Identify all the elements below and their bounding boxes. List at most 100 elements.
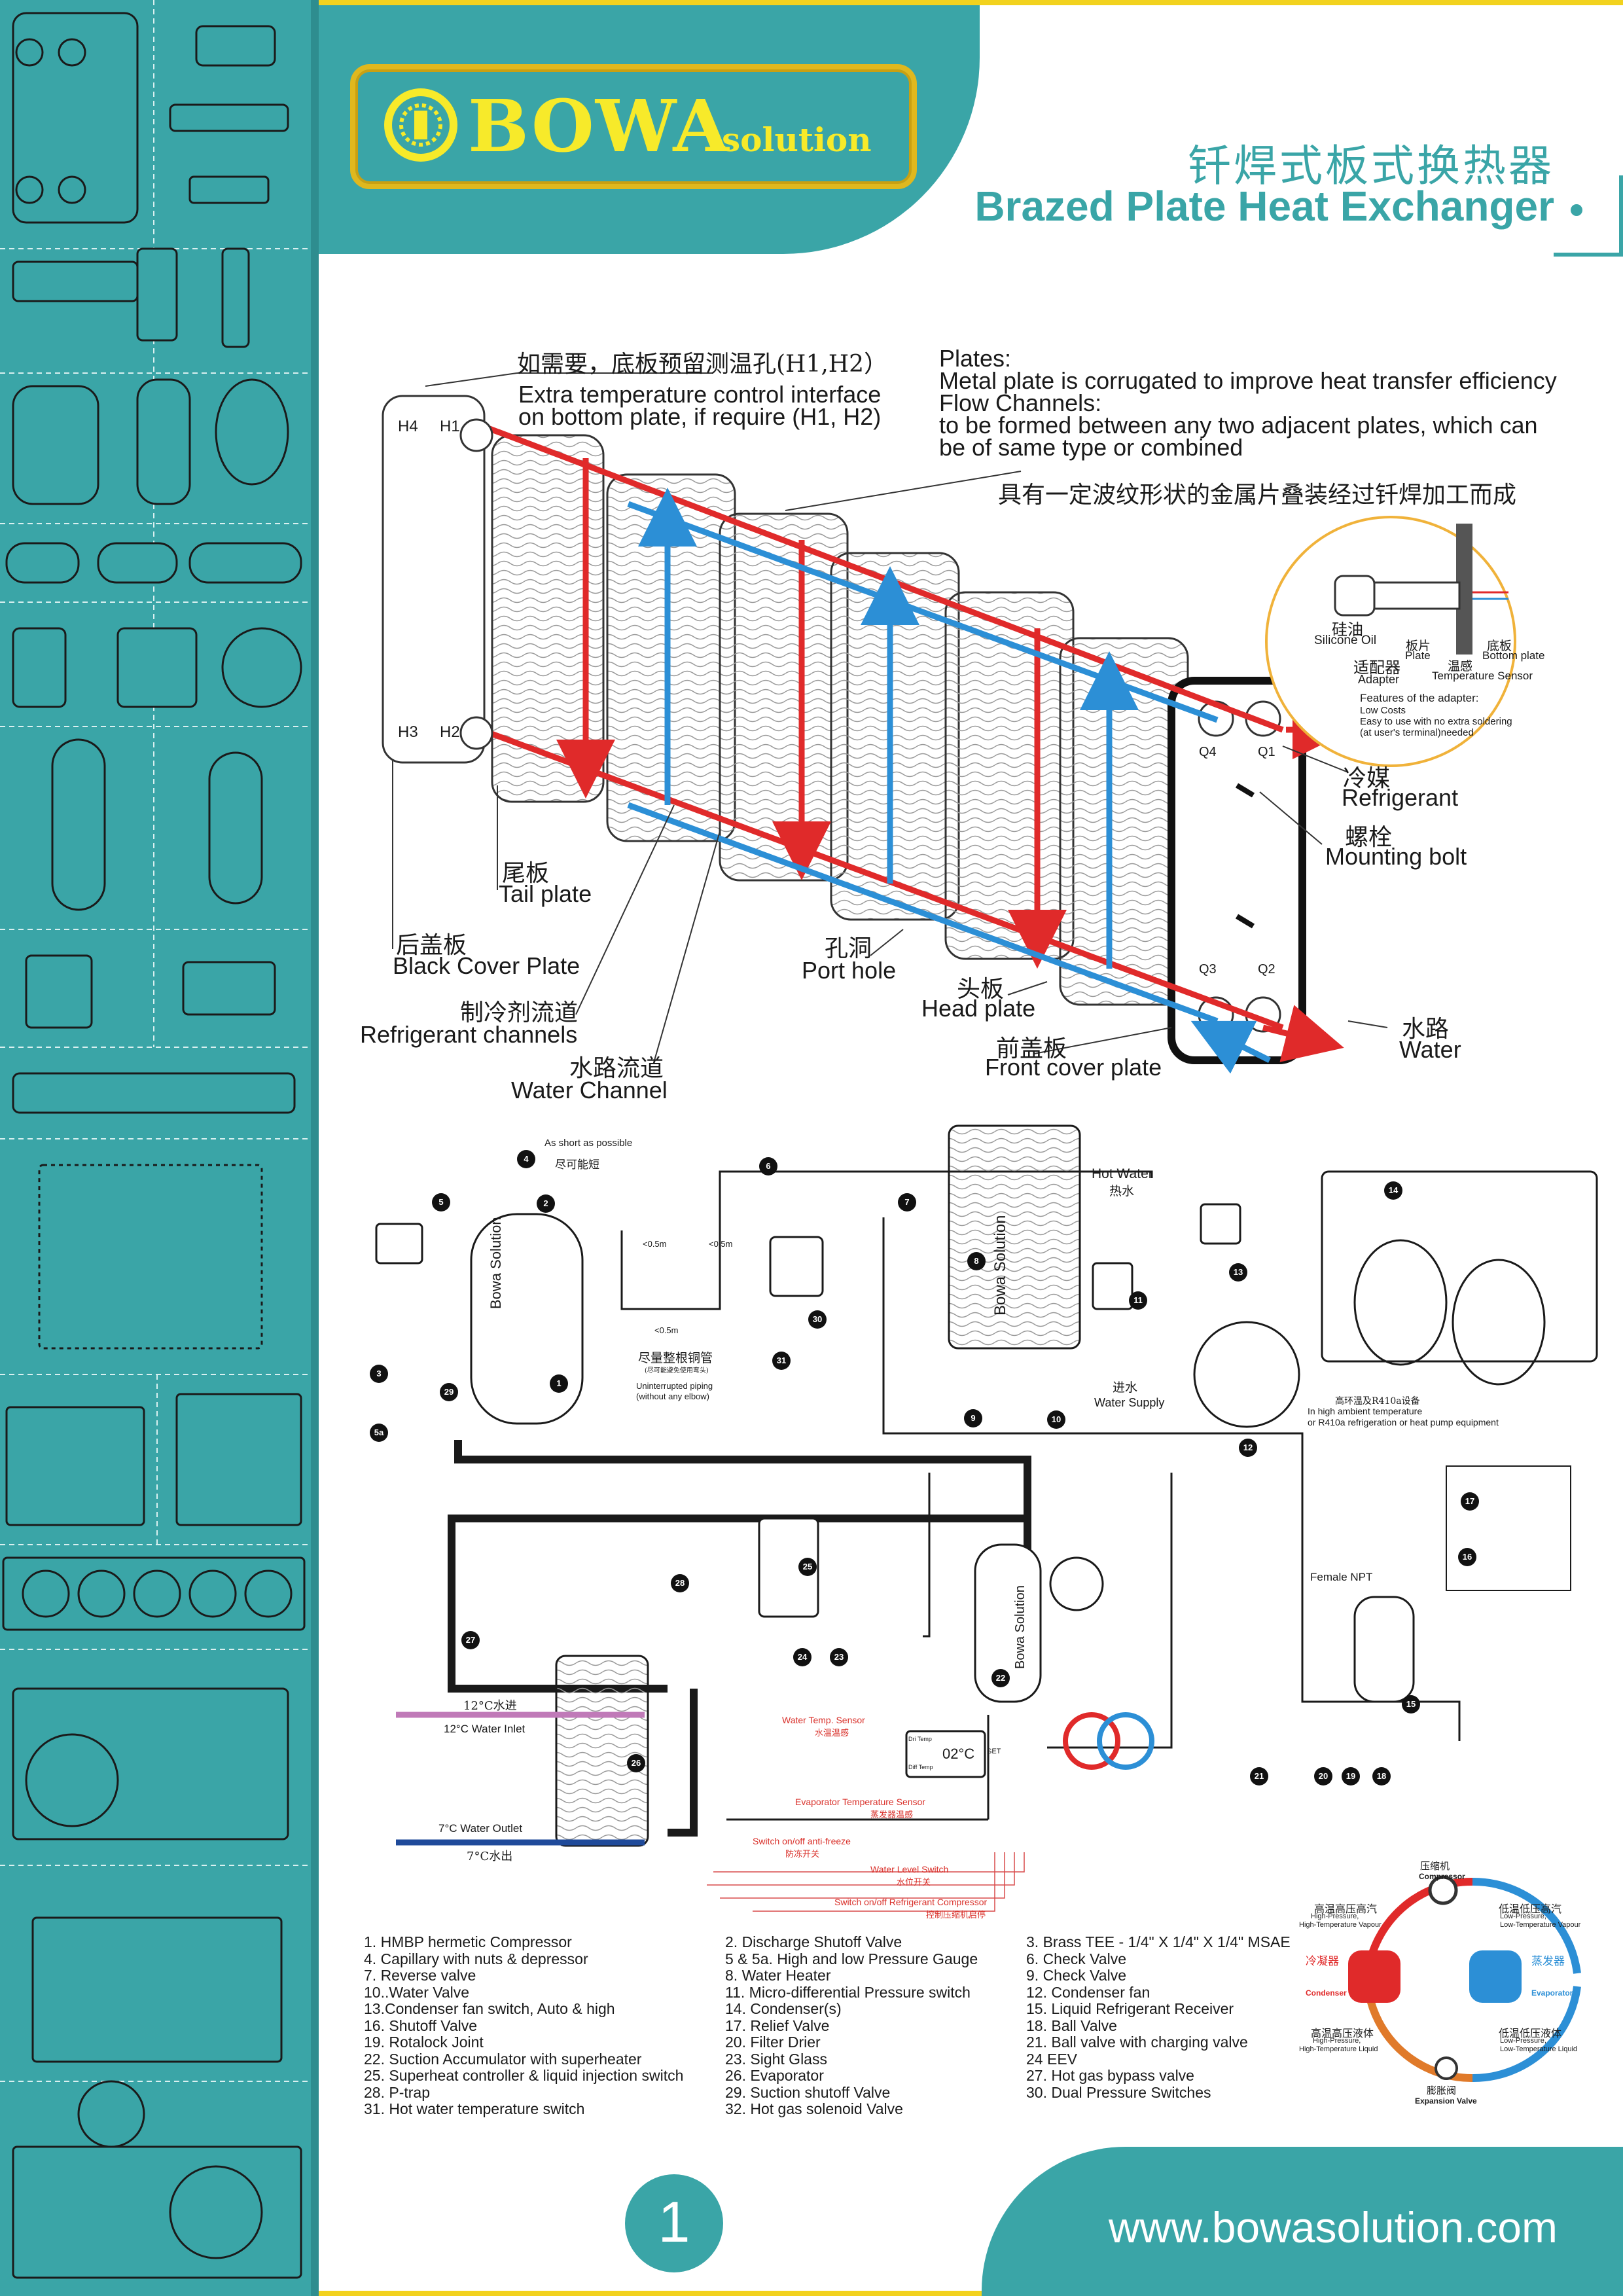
adapter-label-cn: 适配器 [1353,658,1400,677]
front-cover-label: Front cover plate [985,1054,1162,1081]
cycle-hp-vapour-1: High-Pressure, [1311,1912,1359,1920]
heater-brand-label: Bowa Solution [991,1215,1009,1316]
black-cover-label: Black Cover Plate [393,952,580,979]
legend-item: 7. Reverse valve [364,1967,476,1984]
callout-29: 29 [440,1383,458,1401]
controller-set-label: SET [987,1748,1001,1755]
callout-16: 16 [1458,1548,1476,1566]
cycle-hp-liquid-2: High-Temperature Liquid [1299,2045,1378,2053]
water-level-label: Water Level Switch [870,1864,949,1874]
plates-title: Plates: [939,345,1012,372]
refrigeration-cycle-diagram [1348,1875,1581,2083]
port-label-h2: H2 [440,723,460,741]
sensor-wires [707,1852,1025,1912]
head-plate-label: Head plate [921,995,1036,1022]
logo-subtitle: solution [722,120,872,159]
port-label-h4: H4 [398,418,418,435]
callout-25: 25 [798,1558,817,1576]
website-link[interactable]: www.bowasolution.com [1109,2203,1558,2251]
refrigerant-channels-label-cn: 制冷剂流道 [460,999,579,1026]
black-cover-label-cn: 后盖板 [396,932,467,959]
adapter-feature-2: Easy to use with no extra soldering [1360,716,1512,727]
callout-27: 27 [461,1631,480,1649]
callout-18: 18 [1372,1767,1391,1785]
black-cover-plate [382,395,486,764]
legend-item: 15. Liquid Refrigerant Receiver [1026,2000,1234,2017]
water-temp-sensor-label: Water Temp. Sensor [782,1715,865,1725]
cycle-evaporator-cn: 蒸发器 [1531,1955,1565,1968]
callout-30: 30 [808,1310,827,1329]
adapter-feature-3: (at user's terminal)needed [1360,727,1474,738]
legend-item: 28. P-trap [364,2083,430,2101]
page-title-chinese: 钎焊式板式换热器 [1188,141,1554,191]
callout-10: 10 [1047,1410,1065,1429]
page-title: Brazed Plate Heat Exchanger [974,183,1554,230]
legend-item: 6. Check Valve [1026,1950,1126,1967]
callout-6: 6 [759,1157,777,1175]
plate-label-cn: 板片 [1406,639,1431,653]
legend-item: 22. Suction Accumulator with superheater [364,2050,642,2068]
cycle-condenser-cn: 冷凝器 [1306,1955,1339,1968]
compressor-switch-label-cn: 控制压缩机启停 [926,1910,986,1920]
cycle-hp-vapour-2: High-Temperature Vapour [1299,1921,1382,1929]
controller-label-1: Dri Temp [908,1736,932,1742]
piping-label-line2: (without any elbow) [636,1391,709,1401]
water-level-label-cn: 水位开关 [897,1878,931,1888]
silicone-oil-label-cn: 硅油 [1332,620,1363,639]
legend-item: 4. Capillary with nuts & depressor [364,1950,588,1967]
legend-item: 10..Water Valve [364,1983,470,2001]
cycle-evaporator: Evaporator [1531,1988,1573,1998]
legend-item: 19. Rotalock Joint [364,2034,484,2051]
plates-note-cn: 具有一定波纹形状的金属片叠装经过钎焊加工而成 [998,482,1517,509]
legend-item: 23. Sight Glass [725,2050,827,2068]
flow-channels-line1: to be formed between any two adjacent pl… [939,412,1538,439]
callout-5: 5 [432,1193,450,1211]
h-ports-note-cn: 如需要，底板预留测温孔(H1,H2） [517,351,888,378]
cycle-hp-liquid-cn: 高温高压液体 [1311,2027,1374,2039]
system-schematic [375,1124,1598,1847]
water-channel-label: Water Channel [511,1077,668,1103]
tail-plate-label-cn: 尾板 [502,860,550,887]
hot-water-label: Hot Water [1092,1166,1153,1181]
callout-4: 4 [517,1150,535,1168]
brand-logo: BOWA solution [350,64,917,189]
port-hole-label-cn: 孔洞 [825,935,872,962]
water-supply-label-cn: 进水 [1113,1380,1138,1395]
water-outlet-label: 7°C Water Outlet [438,1822,523,1835]
legend-item: 25. Superheat controller & liquid inject… [364,2067,684,2084]
cycle-compressor: Compressor [1419,1872,1465,1881]
antifreeze-label: Switch on/off anti-freeze [753,1836,851,1846]
logo-emblem-icon [384,88,457,162]
cycle-condenser: Condenser [1306,1988,1347,1998]
cycle-expansion: Expansion Valve [1415,2096,1477,2106]
water-temp-sensor-label-cn: 水温温感 [815,1729,849,1738]
legend-item: 31. Hot water temperature switch [364,2100,585,2117]
title-dot [1571,204,1582,216]
port-label-q3: Q3 [1199,962,1217,977]
callout-24: 24 [793,1648,812,1666]
water-flow-lines [627,488,1272,1074]
cycle-lp-liquid-2: Low-Temperature Liquid [1500,2045,1578,2053]
port-hole-label: Port hole [802,957,897,984]
legend-item: 20. Filter Drier [725,2034,821,2051]
accumulator-brand-label: Bowa Solution [1013,1585,1027,1669]
legend-item: 5 & 5a. High and low Pressure Gauge [725,1950,978,1967]
legend-item: 32. Hot gas solenoid Valve [725,2100,903,2117]
sidebar-divider [311,0,319,2296]
evap-sensor-label: Evaporator Temperature Sensor [795,1797,925,1807]
cycle-expansion-cn: 膨胀阀 [1427,2085,1457,2096]
legend-item: 30. Dual Pressure Switches [1026,2083,1211,2101]
adapter-feature-1: Low Costs [1360,705,1406,716]
h-ports-note-line2: on bottom plate, if require (H1, H2) [518,403,882,430]
callout-20: 20 [1314,1767,1332,1785]
legend-item: 17. Relief Valve [725,2017,830,2034]
compressor-brand-label: Bowa Solution [488,1217,504,1309]
callout-8: 8 [967,1252,986,1270]
plate-stack [491,434,1189,1006]
callout-17: 17 [1461,1492,1479,1511]
r410-note-cn: 高环温及R410a设备 [1335,1396,1420,1407]
refrigerant-channels-label: Refrigerant channels [360,1021,578,1048]
cycle-lp-liquid-cn: 低温低压液体 [1499,2027,1562,2039]
